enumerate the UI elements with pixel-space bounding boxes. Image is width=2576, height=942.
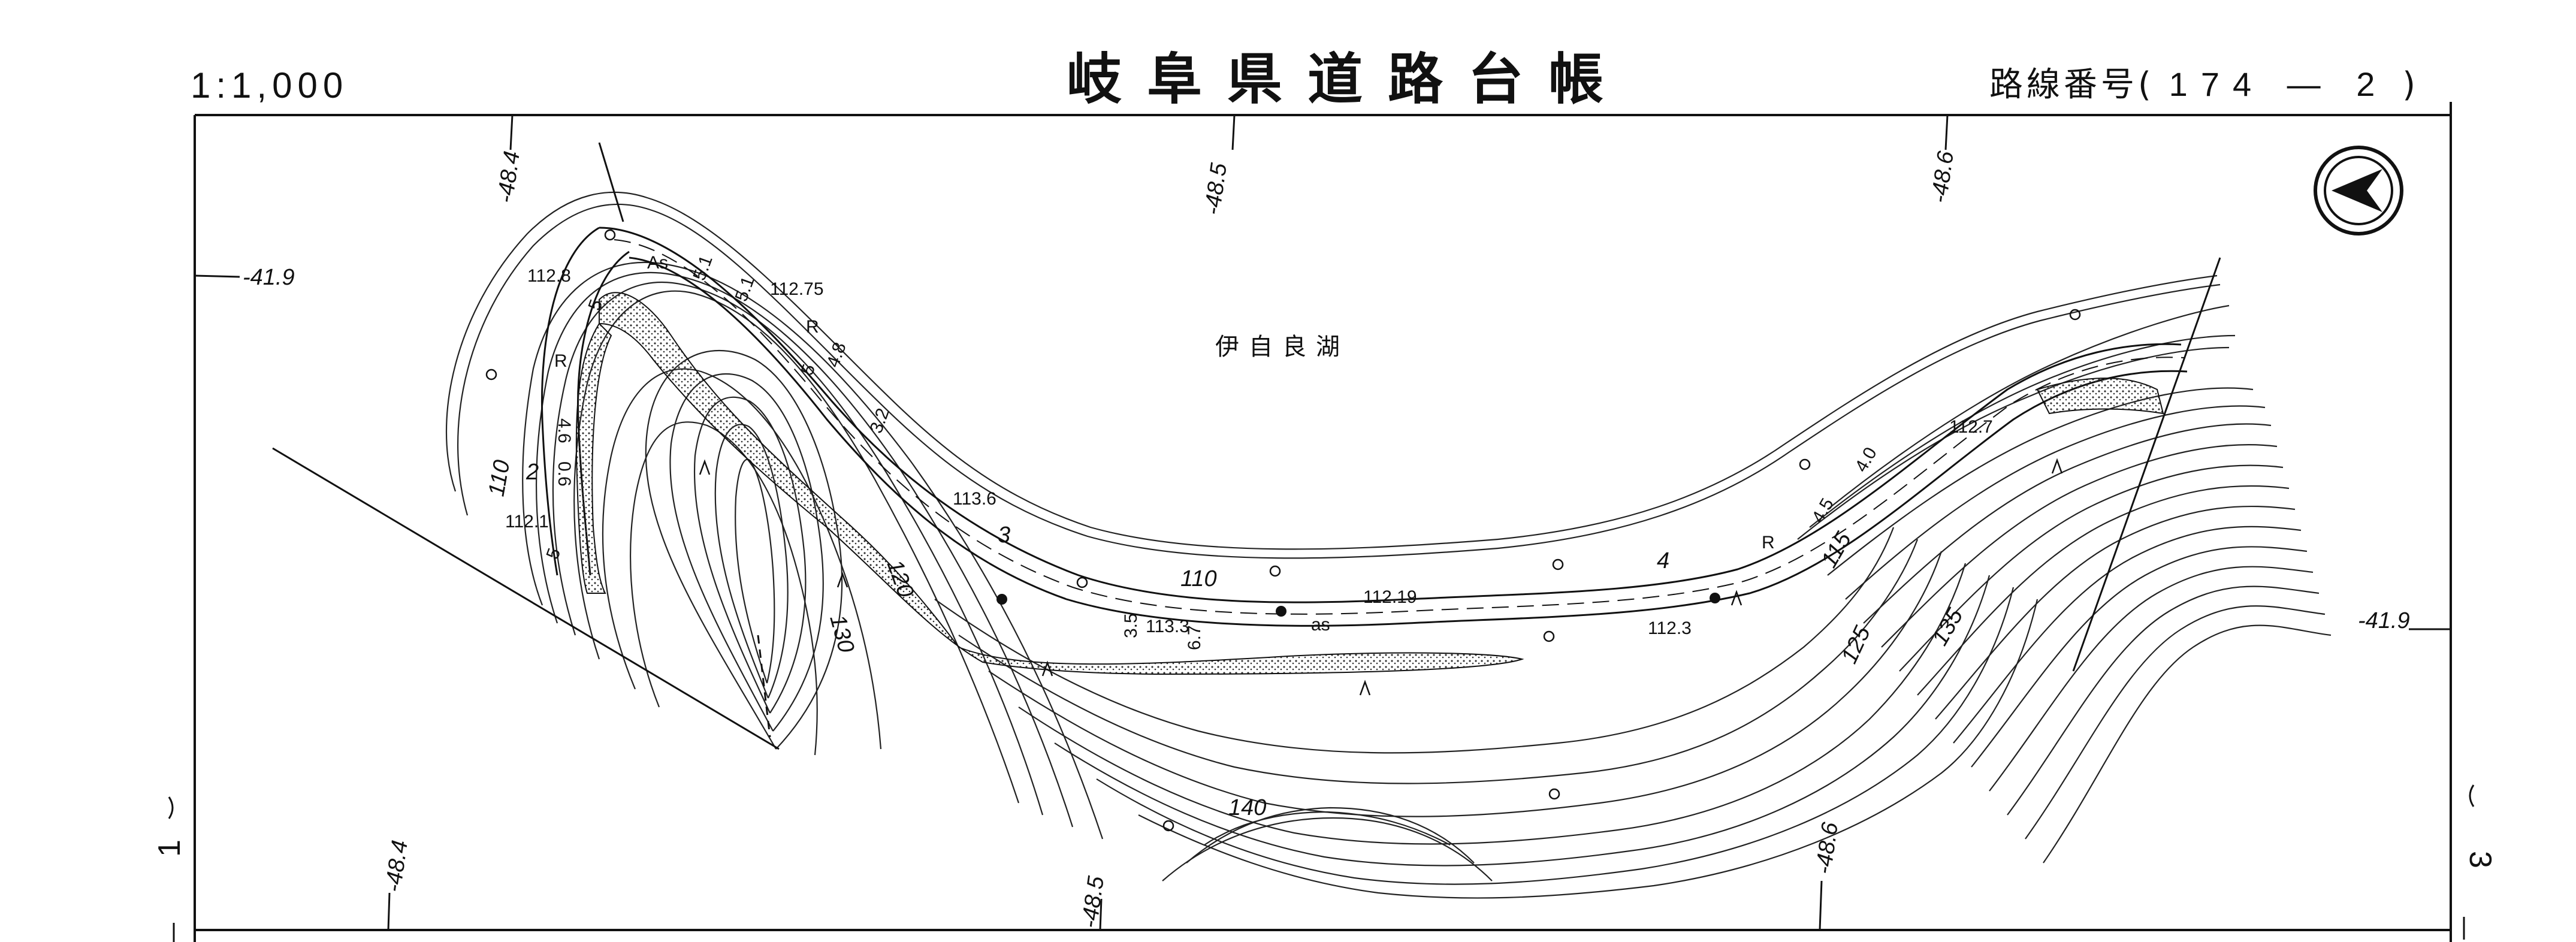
- width-label: 4.8: [823, 340, 850, 370]
- contour-label: 110: [484, 458, 515, 499]
- station-number: 4: [1657, 548, 1669, 573]
- survey-points: [996, 593, 1720, 617]
- road-label: R: [554, 351, 567, 371]
- width-label: 4.5: [1808, 495, 1837, 527]
- elevation-label: 112.19: [1363, 587, 1417, 607]
- width-label: 4.0: [1851, 444, 1880, 476]
- contour-lines: [445, 191, 2332, 899]
- tree-symbols: [699, 458, 2063, 696]
- contour-label: 135: [1927, 604, 1968, 650]
- road-label: As: [647, 253, 668, 273]
- road-label: as: [1311, 615, 1330, 635]
- grid-top-3: -48.6: [1926, 149, 1959, 204]
- grid-left: -41.9: [243, 265, 295, 290]
- road-shoulder-left: [575, 322, 612, 594]
- elevation-label: 112.8: [527, 266, 571, 286]
- sheet-neighbor-left: 1: [152, 796, 187, 942]
- elevation-label: 112.1: [505, 512, 549, 532]
- road-label: R: [1762, 533, 1775, 552]
- elevation-label: 113.6: [953, 489, 996, 509]
- lake-name: 伊自良湖: [1215, 333, 1349, 361]
- sheet-neighbor-right: 3: [2463, 784, 2498, 940]
- grid-top-1: -48.4: [493, 150, 525, 205]
- width-label: 4.6: [554, 418, 574, 443]
- width-label: 6.7: [1185, 625, 1204, 650]
- elevation-label: 113.3: [1146, 617, 1189, 636]
- elevation-label: 112.75: [770, 279, 824, 299]
- contour-label: 115: [1816, 527, 1856, 572]
- grid-bottom-3: -48.6: [1811, 820, 1843, 875]
- width-label: 3.5: [1121, 613, 1141, 638]
- grid-bottom-2: -48.5: [1077, 874, 1109, 929]
- grid-right: -41.9: [2358, 608, 2410, 633]
- sheet-right-number: 3: [2463, 851, 2498, 868]
- road-shoulder: [599, 292, 1524, 675]
- road-shoulder-right: [2036, 378, 2164, 415]
- grid-ticks: [194, 114, 2451, 931]
- contour-label: 140: [1228, 795, 1266, 820]
- contour-label: 130: [825, 612, 859, 655]
- route-number: 174 — 2: [2169, 65, 2388, 103]
- route-label: 路線番号(: [1989, 65, 2155, 104]
- station-number: 3: [998, 523, 1010, 548]
- small-circle-markers: [485, 229, 2081, 832]
- elevation-label: 112.7: [1949, 417, 1993, 437]
- elevation-label: 112.3: [1648, 618, 1692, 638]
- contour-label: 125: [1837, 622, 1876, 668]
- width-label: 0.6: [554, 461, 574, 487]
- map-frame: [194, 102, 2452, 942]
- grid-bottom-1: -48.4: [380, 839, 413, 894]
- contour-label: 120: [882, 557, 919, 601]
- map-title: 岐阜県道路台帳: [1067, 47, 1629, 111]
- route-number-label: 路線番号( 174 — 2 ): [1989, 58, 2419, 106]
- contour-label: 110: [1180, 566, 1217, 591]
- station-number: 2: [526, 460, 539, 485]
- boundary-lines: [272, 142, 2221, 750]
- scale-label: 1:1,000: [191, 65, 349, 105]
- road-label: R: [806, 317, 819, 337]
- sheet-left-number: 1: [152, 840, 187, 857]
- route-close: ): [2402, 65, 2420, 104]
- north-arrow-icon: [2314, 146, 2403, 236]
- grid-top-2: -48.5: [1200, 161, 1232, 216]
